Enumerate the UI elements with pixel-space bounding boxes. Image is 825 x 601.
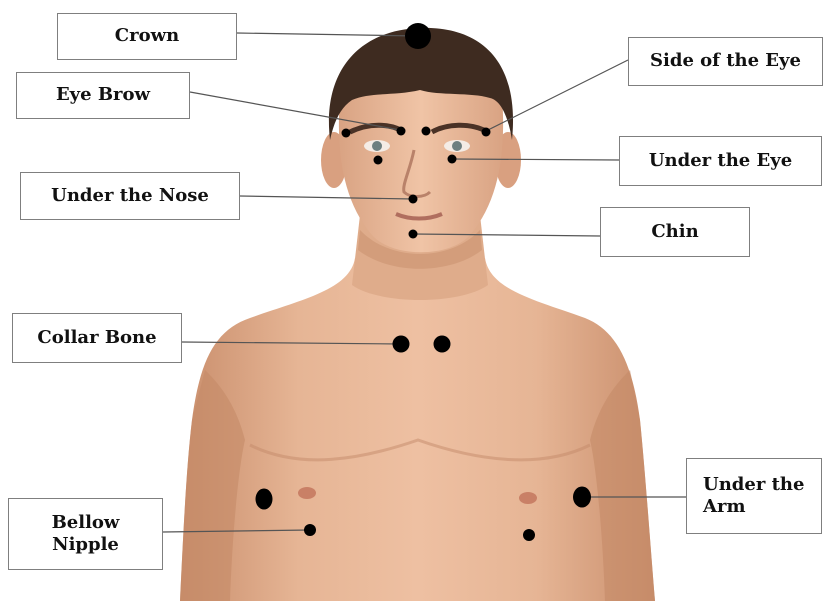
label-crown: Crown — [57, 13, 237, 60]
label-collar-bone: Collar Bone — [12, 313, 182, 363]
marker-chin — [409, 230, 418, 239]
label-under-eye: Under the Eye — [619, 136, 822, 186]
label-under-arm: Under the Arm — [686, 458, 822, 534]
label-under-eye-text: Under the Eye — [649, 150, 792, 173]
label-under-nose: Under the Nose — [20, 172, 240, 220]
marker-brow-inner-right — [422, 127, 431, 136]
marker-under-arm-left — [256, 489, 273, 510]
marker-side-right-eye — [482, 128, 491, 137]
marker-brow-inner-left — [397, 127, 406, 136]
label-under-nose-text: Under the Nose — [51, 185, 209, 208]
label-side-of-eye-text: Side of the Eye — [650, 50, 801, 73]
marker-under-right-eye — [448, 155, 457, 164]
left-iris — [372, 141, 382, 151]
label-collar-bone-text: Collar Bone — [37, 327, 156, 350]
torso — [180, 258, 655, 601]
marker-bellow-nipple-left — [304, 524, 316, 536]
marker-under-nose — [409, 195, 418, 204]
right-nipple — [519, 492, 537, 504]
right-iris — [452, 141, 462, 151]
marker-bellow-nipple-right — [523, 529, 535, 541]
label-bellow-nipple-text: Bellow Nipple — [52, 512, 120, 557]
marker-crown — [405, 23, 431, 49]
label-chin-text: Chin — [651, 221, 698, 244]
label-chin: Chin — [600, 207, 750, 257]
left-nipple — [298, 487, 316, 499]
label-eye-brow-text: Eye Brow — [56, 84, 150, 107]
label-under-arm-text: Under the Arm — [703, 474, 804, 519]
marker-under-left-eye — [374, 156, 383, 165]
marker-collar-bone-left — [393, 336, 410, 353]
label-bellow-nipple: Bellow Nipple — [8, 498, 163, 570]
label-eye-brow: Eye Brow — [16, 72, 190, 119]
label-side-of-eye: Side of the Eye — [628, 37, 823, 86]
label-crown-text: Crown — [115, 25, 179, 48]
marker-side-left-eye — [342, 129, 351, 138]
marker-collar-bone-right — [434, 336, 451, 353]
marker-under-arm-right — [573, 487, 591, 508]
